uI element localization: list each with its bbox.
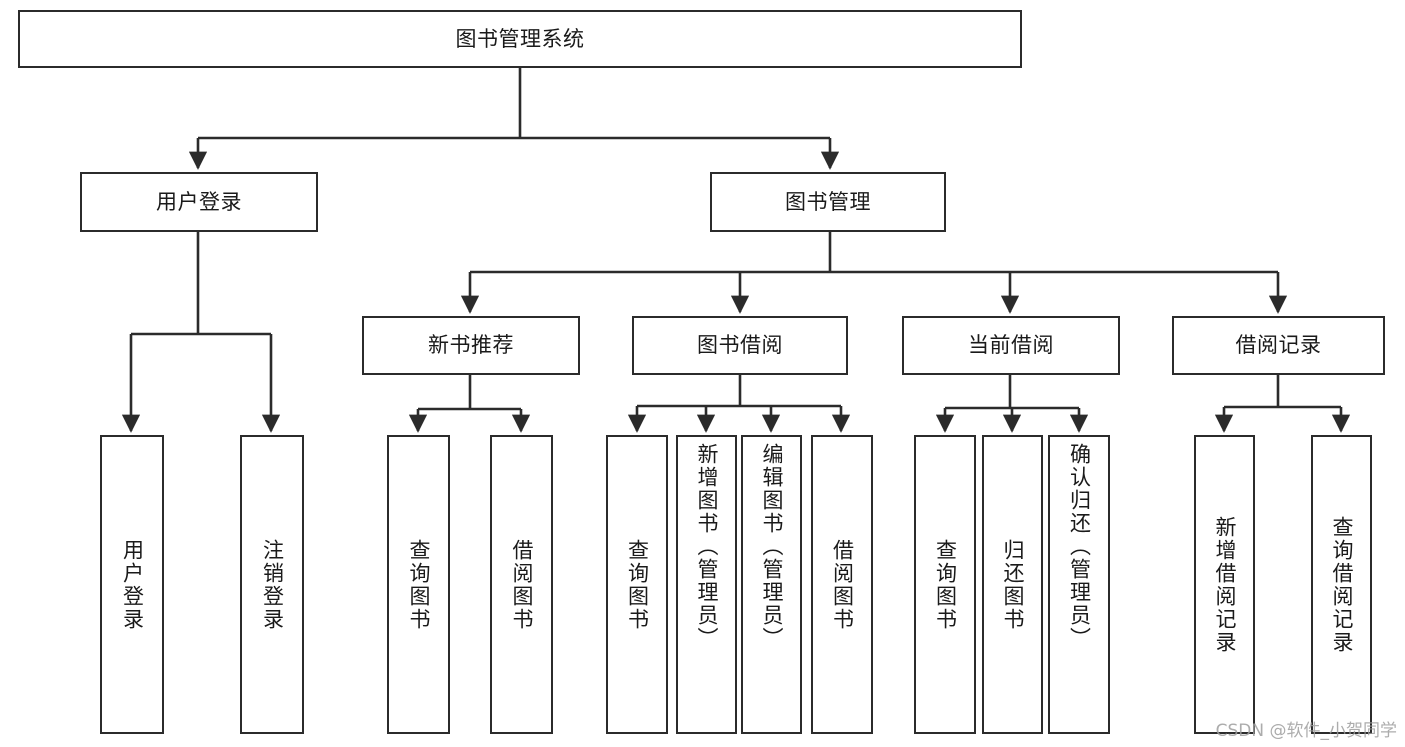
leaf-confirm-return-admin[interactable]: 确认归还（管理员） xyxy=(1048,435,1110,734)
leaf-borrow-book-recommend[interactable]: 借阅图书 xyxy=(490,435,553,734)
leaf-query-book-current[interactable]: 查询图书 xyxy=(914,435,976,734)
node-borrow-record[interactable]: 借阅记录 xyxy=(1172,316,1385,375)
node-new-book-recommend[interactable]: 新书推荐 xyxy=(362,316,580,375)
leaf-query-book-recommend[interactable]: 查询图书 xyxy=(387,435,450,734)
node-label: 图书借阅 xyxy=(697,333,783,358)
leaf-query-borrow-record[interactable]: 查询借阅记录 xyxy=(1311,435,1372,734)
node-current-borrow[interactable]: 当前借阅 xyxy=(902,316,1120,375)
node-label: 查询借阅记录 xyxy=(1330,515,1354,654)
node-label: 图书管理系统 xyxy=(455,26,585,51)
node-label: 借阅图书 xyxy=(510,538,534,631)
node-book-management[interactable]: 图书管理 xyxy=(710,172,946,232)
node-label: 归还图书 xyxy=(1001,538,1025,631)
node-label: 图书管理 xyxy=(785,189,871,214)
leaf-add-book-admin[interactable]: 新增图书（管理员） xyxy=(676,435,737,734)
node-label: 确认归还（管理员） xyxy=(1067,443,1092,650)
leaf-borrow-book[interactable]: 借阅图书 xyxy=(811,435,873,734)
node-label: 借阅记录 xyxy=(1235,333,1322,358)
node-label: 查询图书 xyxy=(407,538,431,631)
csdn-watermark: CSDN @软件_小贺同学 xyxy=(1215,721,1397,741)
leaf-edit-book-admin[interactable]: 编辑图书（管理员） xyxy=(741,435,802,734)
node-label: 用户登录 xyxy=(156,189,242,214)
leaf-return-book[interactable]: 归还图书 xyxy=(982,435,1043,734)
node-user-login[interactable]: 用户登录 xyxy=(80,172,318,232)
leaf-logout[interactable]: 注销登录 xyxy=(240,435,304,734)
node-label: 新增图书（管理员） xyxy=(695,443,719,650)
node-book-borrow[interactable]: 图书借阅 xyxy=(632,316,848,375)
node-label: 新增借阅记录 xyxy=(1213,515,1237,654)
leaf-user-login[interactable]: 用户登录 xyxy=(100,435,164,734)
node-label: 编辑图书（管理员） xyxy=(760,443,784,650)
node-label: 用户登录 xyxy=(120,538,145,631)
leaf-query-book-borrow[interactable]: 查询图书 xyxy=(606,435,668,734)
node-label: 注销登录 xyxy=(260,538,285,631)
node-label: 当前借阅 xyxy=(968,333,1054,358)
leaf-add-borrow-record[interactable]: 新增借阅记录 xyxy=(1194,435,1255,734)
node-label: 借阅图书 xyxy=(830,538,855,631)
node-label: 新书推荐 xyxy=(428,333,514,358)
node-label: 查询图书 xyxy=(625,538,650,631)
node-root-system[interactable]: 图书管理系统 xyxy=(18,10,1022,68)
node-label: 查询图书 xyxy=(933,538,958,631)
